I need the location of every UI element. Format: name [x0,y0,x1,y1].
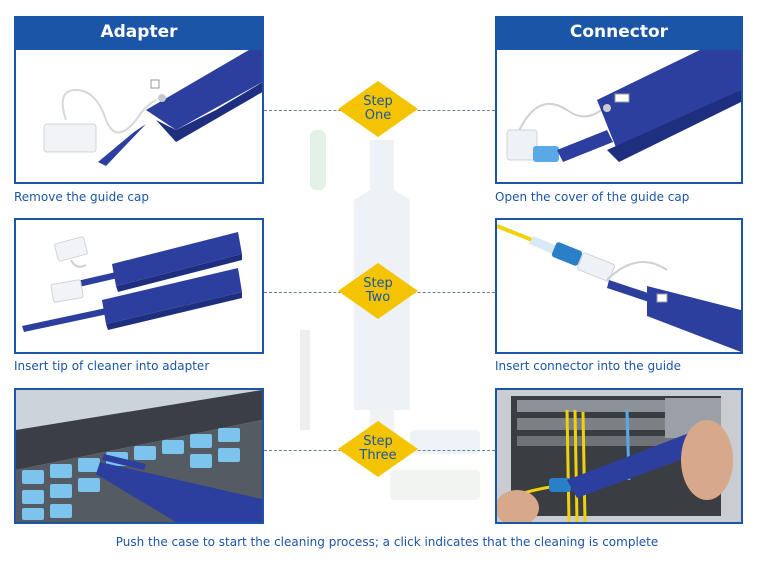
connector-step-two-image [495,218,743,354]
step-three-line1: Step [363,434,393,449]
step-two-line2: Two [365,290,391,305]
connector-step-one-image [495,48,743,184]
caption-remove-guide-cap: Remove the guide cap [14,190,149,204]
step-one-line1: Step [363,94,393,109]
step-one-line2: One [364,108,392,123]
caption-insert-connector: Insert connector into the guide [495,359,682,373]
caption-insert-tip: Insert tip of cleaner into adapter [14,359,210,373]
adapter-header: Adapter [14,16,264,48]
connector-step-three-image [495,388,743,524]
connector-header: Connector [495,16,743,48]
step-two-line1: Step [363,276,393,291]
caption-push-case: Push the case to start the cleaning proc… [115,535,659,549]
adapter-step-three-image [14,388,264,524]
caption-open-cover: Open the cover of the guide cap [495,190,690,204]
adapter-step-one-image [14,48,264,184]
step-three-line2: Three [359,448,397,463]
adapter-step-two-image [14,218,264,354]
